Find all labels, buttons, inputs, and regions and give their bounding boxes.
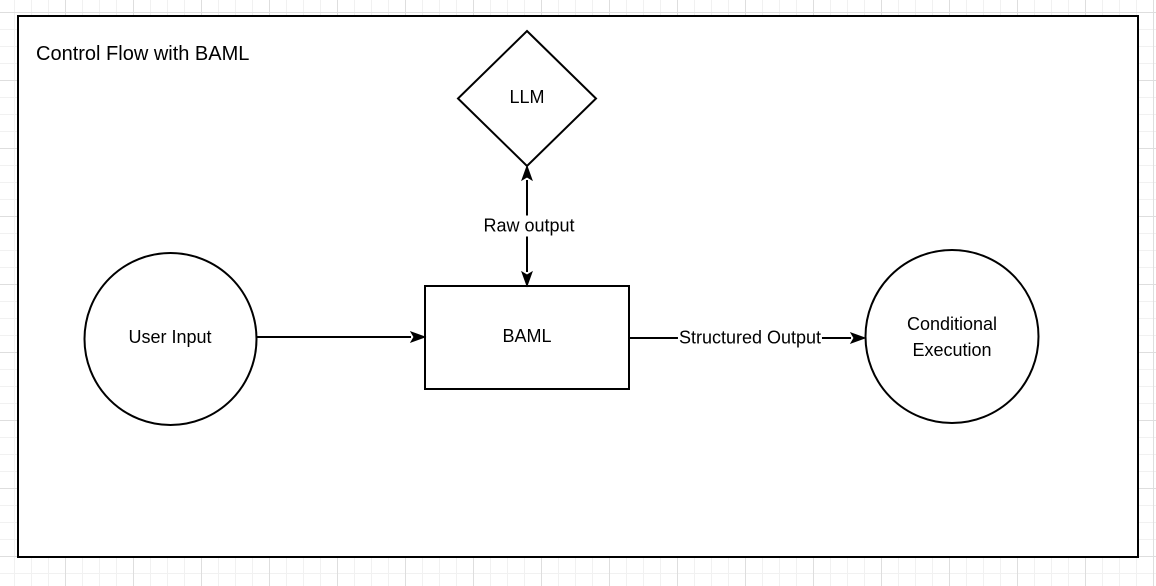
user-input-node-label: User Input bbox=[128, 327, 212, 348]
arrowhead-down-icon bbox=[521, 270, 533, 288]
baml-rectangle-shape[interactable] bbox=[424, 285, 630, 390]
edge-user-input-to-baml[interactable] bbox=[257, 331, 427, 343]
raw-output-edge-label[interactable]: Raw output bbox=[482, 215, 576, 237]
arrowhead-right-icon bbox=[409, 331, 427, 343]
structured-output-edge-label[interactable]: Structured Output bbox=[677, 327, 823, 349]
baml-node-label: BAML bbox=[502, 326, 552, 347]
arrowhead-up-icon bbox=[521, 164, 533, 182]
diagram-title: Control Flow with BAML bbox=[36, 43, 250, 65]
llm-node-label: LLM bbox=[509, 87, 545, 108]
conditional-execution-circle-shape[interactable] bbox=[864, 249, 1040, 424]
conditional-execution-node-label: Conditional Execution bbox=[906, 314, 998, 360]
user-input-circle-shape[interactable] bbox=[83, 252, 258, 426]
arrowhead-right-icon bbox=[849, 332, 867, 344]
